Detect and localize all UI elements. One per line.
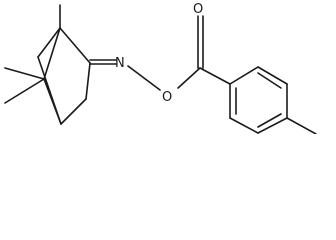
bond-n-o [127, 65, 161, 91]
oxime-ester-linkage [89, 15, 231, 91]
ether-oxygen-label: O [162, 90, 172, 105]
bond-bridge-methyl-b [4, 78, 45, 104]
bond-bridge-methyl-a [4, 67, 45, 80]
toluyl-ring [229, 66, 317, 135]
bond-c6-c1 [37, 27, 61, 58]
ring-bond-5 [257, 66, 288, 85]
bond-c3-c4 [60, 98, 87, 125]
bicyclic-ring [4, 4, 91, 125]
ring-bond-2 [229, 117, 259, 134]
bond-c5-c6 [37, 56, 51, 93]
bond-ring-methyl [286, 117, 317, 135]
structure-diagram: N O O [4, 2, 317, 135]
bond-c2-c3 [85, 62, 91, 100]
carbonyl-oxygen-label: O [193, 2, 203, 17]
bond-c4-bridge [43, 78, 62, 125]
ring-inner-double-3 [257, 72, 282, 89]
bond-o-carbonyl-carbon [177, 67, 201, 89]
ring-bond-6 [229, 66, 259, 85]
structure-canvas: N O O [4, 2, 317, 135]
bond-c1-bridge [43, 27, 61, 80]
nitrogen-label: N [115, 56, 125, 71]
ring-inner-double-2 [257, 113, 282, 128]
bond-c1-c2 [59, 27, 91, 64]
ring-bond-3 [257, 117, 288, 134]
bond-carbonyl-ring [199, 67, 231, 85]
